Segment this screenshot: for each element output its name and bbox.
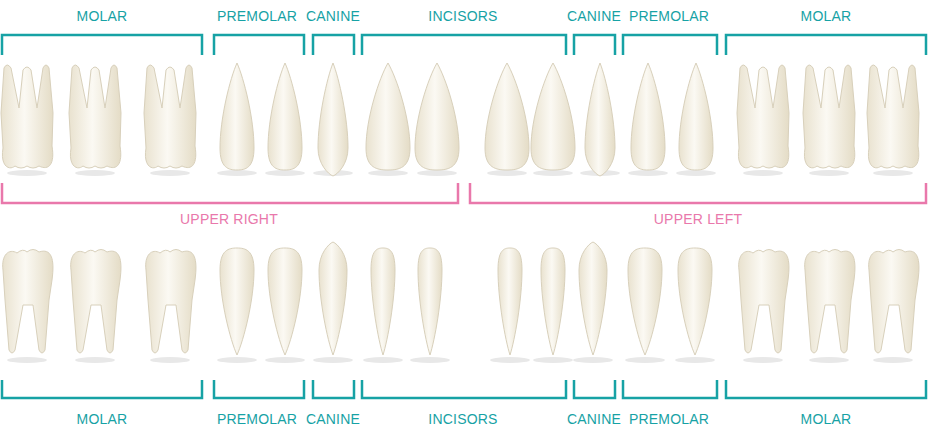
upper-tooth: [485, 63, 529, 170]
tooth-shadow: [150, 357, 190, 363]
upper-tooth: [144, 65, 196, 168]
tooth-group-label: CANINE: [567, 8, 621, 24]
group-bracket: [362, 380, 566, 398]
tooth-shadow: [410, 357, 450, 363]
tooth-shadow: [675, 357, 715, 363]
tooth-shadow: [313, 357, 353, 363]
tooth-shadow: [628, 170, 668, 176]
tooth-shadow: [217, 357, 257, 363]
tooth-shadow: [7, 357, 47, 363]
lower-tooth: [869, 250, 919, 354]
quadrant-bracket: [2, 183, 458, 203]
tooth-shadow: [487, 170, 527, 176]
group-bracket: [214, 35, 304, 55]
upper-tooth: [318, 63, 348, 176]
tooth-group-label: MOLAR: [77, 8, 128, 24]
tooth-group-label: INCISORS: [428, 411, 497, 427]
tooth-group-label: CANINE: [567, 411, 621, 427]
upper-tooth: [415, 63, 459, 170]
tooth-shadow: [417, 170, 457, 176]
group-bracket: [623, 380, 717, 398]
tooth-shadow: [75, 357, 115, 363]
group-bracket: [726, 35, 926, 55]
lower-tooth: [498, 248, 522, 355]
lower-tooth: [805, 250, 855, 354]
tooth-shadow: [676, 170, 716, 176]
tooth-group-label: PREMOLAR: [629, 411, 709, 427]
tooth-shadow: [217, 170, 257, 176]
lower-tooth: [220, 248, 254, 355]
lower-tooth: [628, 248, 662, 355]
quadrant-label: UPPER LEFT: [654, 211, 742, 227]
quadrant-label: UPPER RIGHT: [180, 211, 278, 227]
tooth-group-label: CANINE: [306, 8, 360, 24]
upper-tooth: [631, 63, 665, 170]
tooth-group-label: PREMOLAR: [217, 411, 297, 427]
upper-tooth: [531, 63, 575, 170]
lower-tooth: [319, 242, 347, 355]
group-bracket: [214, 380, 304, 398]
lower-tooth: [268, 248, 302, 355]
upper-tooth: [366, 63, 410, 170]
group-bracket: [362, 35, 566, 55]
tooth-group-label: PREMOLAR: [629, 8, 709, 24]
tooth-group-label: INCISORS: [428, 8, 497, 24]
lower-tooth: [71, 250, 121, 354]
group-bracket: [574, 380, 615, 398]
tooth-shadow: [743, 170, 783, 176]
group-bracket: [313, 35, 354, 55]
tooth-group-label: CANINE: [306, 411, 360, 427]
upper-tooth: [69, 65, 121, 168]
tooth-shadow: [150, 170, 190, 176]
upper-tooth: [268, 63, 302, 170]
tooth-group-label: MOLAR: [801, 8, 852, 24]
upper-tooth: [220, 63, 254, 170]
tooth-shadow: [7, 170, 47, 176]
upper-tooth: [679, 63, 713, 170]
quadrant-bracket: [470, 183, 926, 203]
upper-tooth: [803, 65, 855, 168]
tooth-shadow: [743, 357, 783, 363]
tooth-shadow: [873, 170, 913, 176]
lower-tooth: [371, 248, 395, 355]
lower-tooth: [3, 250, 53, 354]
lower-tooth: [739, 250, 789, 354]
tooth-group-label: MOLAR: [77, 411, 128, 427]
tooth-shadow: [625, 357, 665, 363]
group-bracket: [726, 380, 926, 398]
tooth-group-label: MOLAR: [801, 411, 852, 427]
tooth-shadow: [265, 170, 305, 176]
tooth-shadow: [809, 170, 849, 176]
tooth-shadow: [573, 357, 613, 363]
group-bracket: [574, 35, 615, 55]
group-bracket: [313, 380, 354, 398]
tooth-shadow: [363, 357, 403, 363]
tooth-group-label: PREMOLAR: [217, 8, 297, 24]
group-bracket: [2, 35, 202, 55]
tooth-shadow: [809, 357, 849, 363]
group-bracket: [2, 380, 202, 398]
group-bracket: [623, 35, 717, 55]
tooth-shadow: [75, 170, 115, 176]
tooth-shadow: [533, 170, 573, 176]
upper-tooth: [585, 63, 615, 176]
upper-tooth: [1, 65, 53, 168]
tooth-shadow: [265, 357, 305, 363]
upper-tooth: [867, 65, 919, 168]
tooth-shadow: [533, 357, 573, 363]
tooth-shadow: [368, 170, 408, 176]
lower-tooth: [541, 248, 565, 355]
lower-tooth: [579, 242, 607, 355]
lower-tooth: [678, 248, 712, 355]
lower-tooth: [418, 248, 442, 355]
lower-tooth: [146, 250, 196, 354]
tooth-shadow: [873, 357, 913, 363]
tooth-shadow: [490, 357, 530, 363]
upper-tooth: [737, 65, 789, 168]
